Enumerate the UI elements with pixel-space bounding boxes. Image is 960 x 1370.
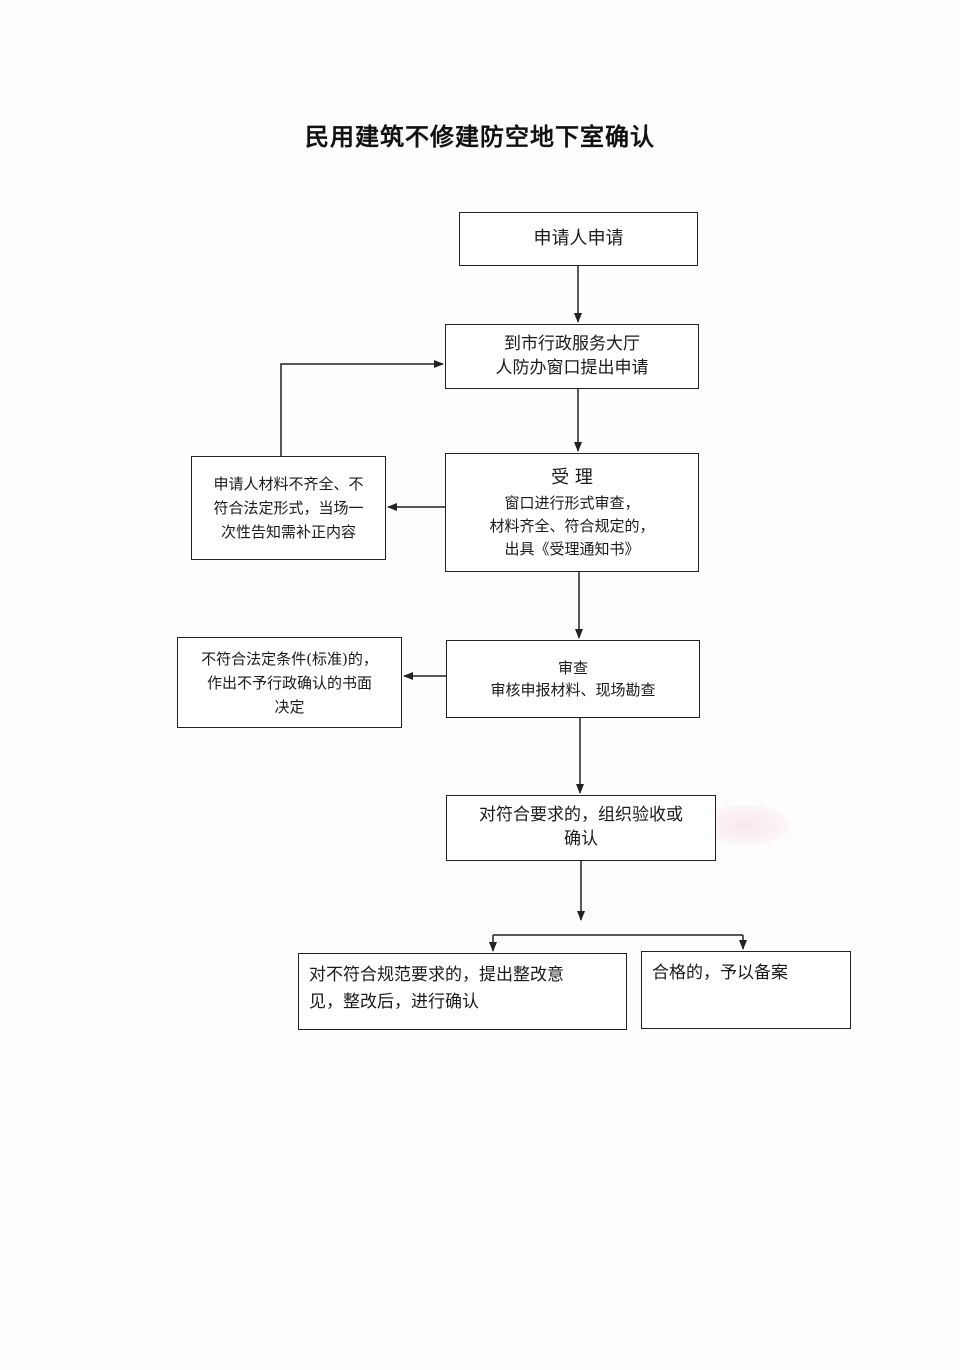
node-review-heading: 审查: [557, 658, 588, 677]
node-submit: 到市行政服务大厅 人防办窗口提出申请: [445, 324, 699, 389]
node-reject-line-3: 决定: [274, 697, 305, 716]
node-rectify: 对不符合规范要求的，提出整改意 见，整改后，进行确认: [298, 953, 627, 1030]
page-title: 民用建筑不修建防空地下室确认: [305, 123, 655, 151]
node-accept: 受 理 窗口进行形式审查， 材料齐全、符合规定的， 出具《受理通知书》: [445, 453, 699, 572]
node-incomplete-line-2: 符合法定形式，当场一: [213, 499, 364, 517]
node-rectify-line-2: 见，整改后，进行确认: [309, 992, 479, 1013]
node-accept-line-2: 材料齐全、符合规定的，: [489, 516, 655, 535]
node-apply-line-1: 申请人申请: [533, 228, 624, 250]
node-reject-line-2: 作出不予行政确认的书面: [206, 673, 372, 692]
node-incomplete-line-1: 申请人材料不齐全、不: [213, 475, 364, 493]
arrow-incomplete-to-submit: [280, 360, 444, 456]
node-accept-heading: 受 理: [551, 466, 593, 488]
node-confirm: 对符合要求的，组织验收或 确认: [446, 795, 716, 861]
node-accept-line-1: 窗口进行形式审查，: [504, 493, 640, 512]
node-confirm-line-2: 确认: [564, 829, 598, 849]
node-incomplete-line-3: 次性告知需补正内容: [220, 523, 356, 541]
node-rectify-line-1: 对不符合规范要求的，提出整改意: [309, 965, 564, 985]
node-confirm-line-1: 对符合要求的，组织验收或: [479, 805, 683, 826]
node-apply: 申请人申请: [459, 212, 698, 266]
node-reject-line-1: 不符合法定条件(标准)的，: [201, 649, 378, 668]
node-reject: 不符合法定条件(标准)的， 作出不予行政确认的书面 决定: [177, 637, 402, 728]
node-qualified-line-1: 合格的，予以备案: [652, 963, 788, 983]
node-qualified: 合格的，予以备案: [641, 951, 851, 1029]
node-submit-line-1: 到市行政服务大厅: [504, 333, 640, 354]
node-incomplete: 申请人材料不齐全、不 符合法定形式，当场一 次性告知需补正内容: [191, 456, 386, 560]
node-review: 审查 审核申报材料、现场勘查: [446, 640, 700, 718]
node-accept-line-3: 出具《受理通知书》: [504, 540, 640, 559]
node-review-line-1: 审核申报材料、现场勘查: [490, 681, 656, 699]
node-submit-line-2: 人防办窗口提出申请: [495, 357, 649, 378]
